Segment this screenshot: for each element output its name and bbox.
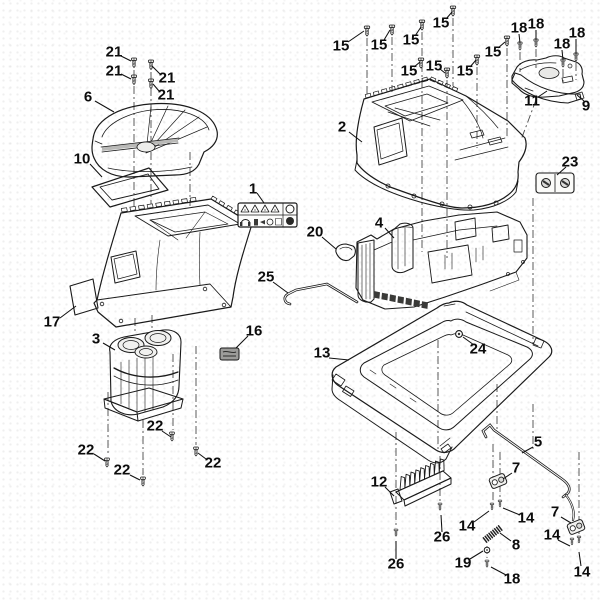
screw-18 bbox=[517, 41, 523, 51]
callout-18-3: 18 bbox=[554, 36, 571, 53]
callout-14-1: 14 bbox=[459, 518, 476, 535]
part-23-fastener-kit bbox=[535, 172, 575, 194]
screw-22 bbox=[104, 457, 110, 468]
screw-14 bbox=[569, 537, 575, 546]
part-6-hopper-cover bbox=[91, 102, 218, 178]
projection-lines bbox=[107, 18, 580, 558]
callout-18-4: 18 bbox=[569, 25, 586, 42]
part-4-chassis-plate bbox=[355, 211, 528, 310]
callout-21-1: 21 bbox=[106, 44, 123, 61]
part-5-linkage-rod bbox=[481, 423, 575, 522]
callout-22-2: 22 bbox=[78, 442, 95, 459]
callout-22-1: 22 bbox=[147, 418, 164, 435]
callout-22-3: 22 bbox=[114, 462, 131, 479]
callout-14-4: 14 bbox=[574, 564, 591, 581]
part-24-nut bbox=[455, 330, 463, 338]
part-2-upper-housing bbox=[354, 76, 527, 211]
part-25-spring-wire bbox=[283, 282, 359, 306]
callout-15-4: 15 bbox=[433, 15, 450, 32]
callout-6: 6 bbox=[84, 89, 92, 106]
callout-15-2: 15 bbox=[371, 37, 388, 54]
part-12-comb-insert bbox=[389, 458, 452, 507]
fasteners bbox=[104, 5, 582, 568]
screw-21 bbox=[148, 59, 154, 70]
part-7-clamp-lower bbox=[566, 519, 586, 535]
callout-7-1: 7 bbox=[512, 460, 520, 477]
callout-12: 12 bbox=[371, 474, 388, 491]
screw-22 bbox=[193, 446, 199, 457]
screw-15 bbox=[443, 67, 451, 79]
callout-19: 19 bbox=[455, 555, 472, 572]
callout-15-1: 15 bbox=[333, 38, 350, 55]
part-3-support-housing bbox=[103, 329, 184, 422]
callout-24: 24 bbox=[470, 341, 487, 358]
screw-18 bbox=[560, 58, 566, 68]
callout-18-2: 18 bbox=[528, 16, 545, 33]
callout-14-3: 14 bbox=[544, 527, 561, 544]
leader-lines bbox=[59, 11, 585, 576]
callout-10: 10 bbox=[74, 151, 91, 168]
callout-17: 17 bbox=[44, 314, 61, 331]
callout-21-3: 21 bbox=[159, 70, 176, 87]
screw-14 bbox=[489, 502, 495, 511]
callout-2: 2 bbox=[338, 119, 346, 136]
part-1-safety-label bbox=[237, 202, 298, 228]
screw-18 bbox=[484, 559, 490, 568]
screw-14 bbox=[576, 535, 582, 544]
screw-21 bbox=[131, 74, 137, 85]
callout-1: 1 bbox=[249, 181, 257, 198]
callout-7-2: 7 bbox=[551, 504, 559, 521]
screw-15 bbox=[503, 35, 511, 47]
part-9-trim-strip bbox=[511, 72, 585, 104]
screw-14 bbox=[497, 499, 503, 508]
callout-14-2: 14 bbox=[518, 510, 535, 527]
callout-18-1: 18 bbox=[511, 20, 528, 37]
callout-15-8: 15 bbox=[485, 44, 502, 61]
screw-18 bbox=[533, 38, 539, 48]
screw-15 bbox=[473, 54, 481, 66]
part-13-base-tray bbox=[331, 300, 553, 464]
callout-15-6: 15 bbox=[426, 58, 443, 75]
callout-21-2: 21 bbox=[106, 63, 123, 80]
part-10-seal-frame bbox=[91, 167, 169, 208]
callout-5: 5 bbox=[534, 434, 542, 451]
screw-22 bbox=[140, 476, 146, 487]
callout-13: 13 bbox=[314, 345, 331, 362]
part-16-label-sticker bbox=[219, 347, 240, 361]
part-17-label-sticker bbox=[69, 278, 99, 316]
funnel-housing bbox=[93, 195, 253, 328]
callout-18-5: 18 bbox=[504, 571, 521, 588]
part-7-clamp-upper bbox=[488, 473, 508, 489]
callout-11: 11 bbox=[524, 93, 540, 110]
part-20-clip bbox=[335, 243, 356, 262]
callout-22-4: 22 bbox=[205, 455, 222, 472]
callout-16: 16 bbox=[246, 323, 263, 340]
callout-25: 25 bbox=[258, 269, 275, 286]
callouts: 21 21 21 21 6 10 1 17 3 16 22 22 22 22 1… bbox=[44, 15, 591, 588]
callout-9: 9 bbox=[582, 98, 590, 115]
callout-3: 3 bbox=[92, 331, 100, 348]
part-8-spring bbox=[482, 525, 503, 543]
screw-15 bbox=[449, 5, 457, 17]
screw-26 bbox=[393, 528, 399, 537]
screw-15 bbox=[388, 24, 396, 36]
screw-15 bbox=[363, 25, 371, 37]
screw-21 bbox=[131, 57, 137, 68]
screw-18 bbox=[573, 52, 579, 62]
callout-20: 20 bbox=[307, 224, 324, 241]
part-19-washer bbox=[483, 546, 491, 554]
callout-15-3: 15 bbox=[403, 32, 420, 49]
callout-21-4: 21 bbox=[158, 87, 175, 104]
part-11-handle-cover bbox=[511, 55, 585, 98]
callout-4: 4 bbox=[375, 215, 384, 232]
callout-26-2: 26 bbox=[388, 556, 405, 573]
callout-26-1: 26 bbox=[434, 529, 451, 546]
callout-8: 8 bbox=[512, 537, 520, 554]
screw-26 bbox=[437, 502, 443, 511]
screw-21 bbox=[148, 78, 154, 89]
callout-15-5: 15 bbox=[401, 63, 418, 80]
callout-23: 23 bbox=[562, 154, 579, 171]
callout-15-7: 15 bbox=[457, 63, 474, 80]
